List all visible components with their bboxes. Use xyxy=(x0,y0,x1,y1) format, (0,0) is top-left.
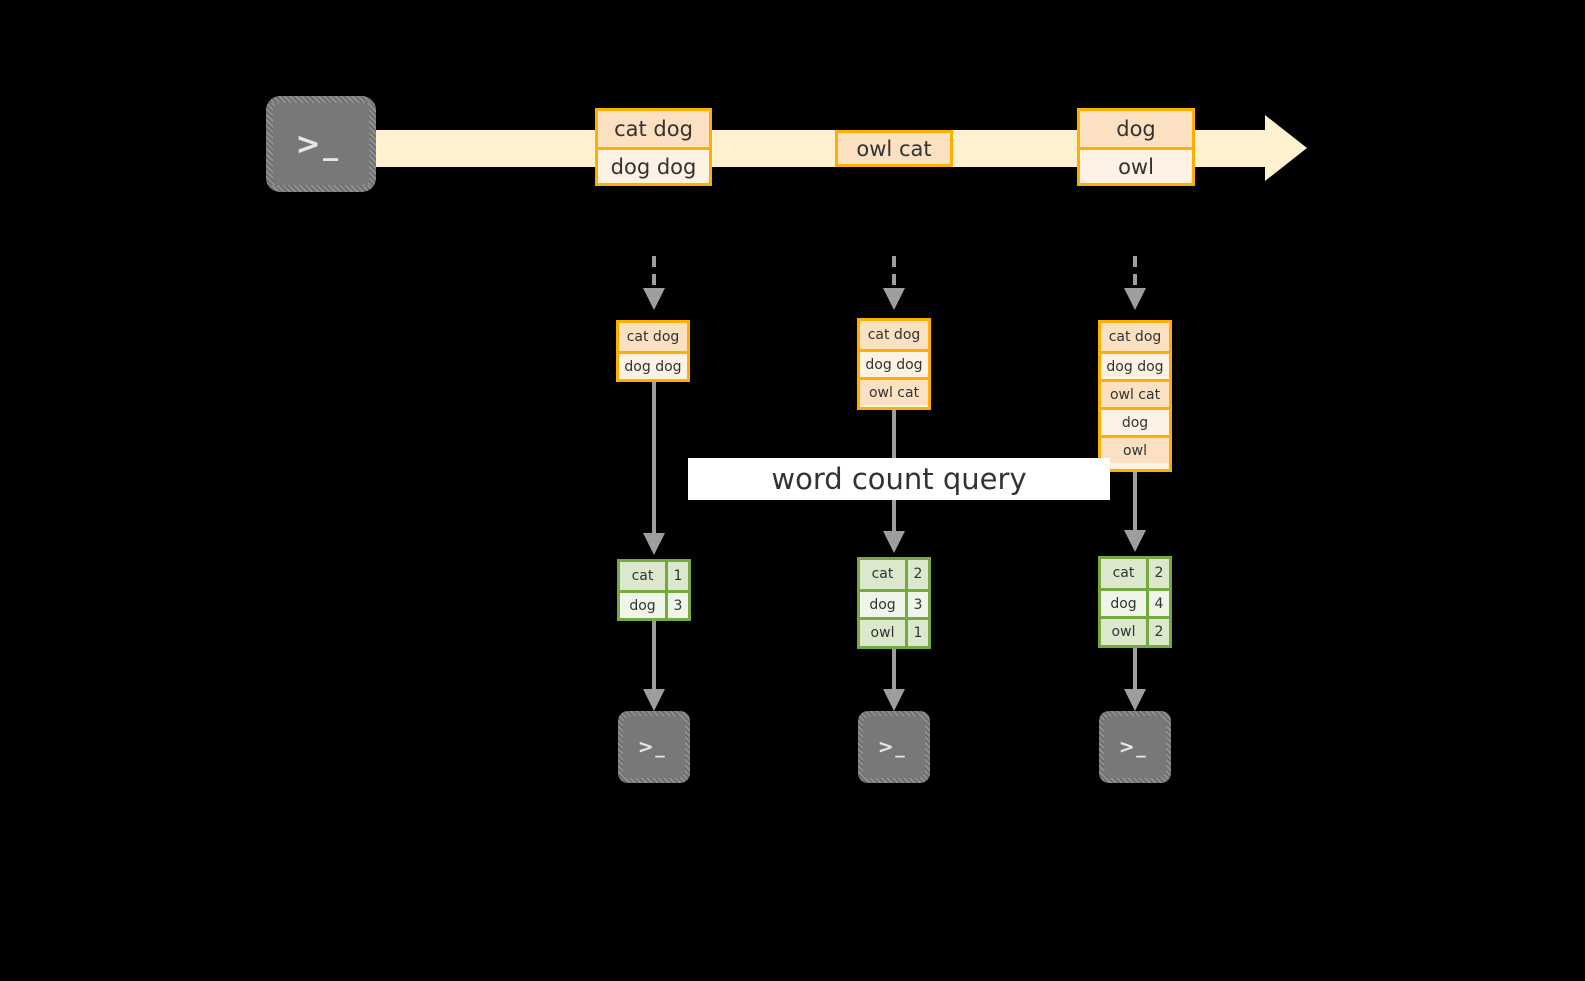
snapshot-2-output-arrowhead xyxy=(883,689,905,711)
snapshot-input-row: cat dog xyxy=(1101,323,1169,351)
snapshot-1-consumer-terminal-icon[interactable]: >_ xyxy=(618,711,690,783)
stream-to-snapshot-arrowhead xyxy=(1124,288,1146,310)
result-count-cell: 2 xyxy=(905,560,928,589)
table-row: owl 2 xyxy=(1101,616,1169,646)
snapshot-input-row: owl cat xyxy=(860,377,928,405)
snapshot-1-output-arrowhead xyxy=(643,689,665,711)
snapshot-3-output-arrowhead xyxy=(1124,689,1146,711)
snapshot-input-row: owl xyxy=(1101,435,1169,463)
consumer-terminal-prompt-icon: >_ xyxy=(1118,736,1148,758)
table-row: owl 1 xyxy=(860,617,928,647)
snapshot-3-query-arrowhead xyxy=(1124,530,1146,552)
snapshot-2-query-arrowhead xyxy=(883,531,905,553)
stream-to-snapshot-arrowhead xyxy=(883,288,905,310)
result-count-cell: 4 xyxy=(1146,590,1169,617)
snapshot-1-input-table[interactable]: cat dog dog dog xyxy=(616,320,690,382)
table-row: cat 1 xyxy=(620,562,688,590)
result-word-cell: owl xyxy=(1101,619,1146,646)
result-count-cell: 3 xyxy=(905,591,928,618)
stream-to-snapshot-connector xyxy=(892,256,896,290)
stream-message-3[interactable]: dog owl xyxy=(1077,108,1195,186)
producer-terminal-icon[interactable]: >_ xyxy=(266,96,376,192)
table-row: cat 2 xyxy=(1101,559,1169,588)
snapshot-3-output-connector xyxy=(1133,648,1137,693)
snapshot-3-consumer-terminal-icon[interactable]: >_ xyxy=(1099,711,1171,783)
table-row: cat 2 xyxy=(860,560,928,589)
snapshot-input-row: dog dog xyxy=(860,349,928,377)
snapshot-input-row: dog xyxy=(1101,407,1169,435)
consumer-terminal-prompt-icon: >_ xyxy=(877,736,907,758)
snapshot-2-input-table[interactable]: cat dog dog dog owl cat xyxy=(857,318,931,410)
consumer-terminal-screen xyxy=(863,716,925,778)
consumer-terminal-screen xyxy=(1104,716,1166,778)
stream-message-cell: cat dog xyxy=(598,111,709,147)
stream-message-2[interactable]: owl cat xyxy=(835,130,953,167)
snapshot-input-row: dog dog xyxy=(619,351,687,379)
snapshot-1-query-connector xyxy=(652,382,656,537)
result-count-cell: 1 xyxy=(905,620,928,647)
snapshot-1-query-arrowhead xyxy=(643,533,665,555)
stream-band-arrowhead xyxy=(1265,115,1307,181)
stream-message-1[interactable]: cat dog dog dog xyxy=(595,108,712,186)
result-count-cell: 1 xyxy=(665,562,688,590)
snapshot-2-output-connector xyxy=(892,649,896,693)
stream-to-snapshot-arrowhead xyxy=(643,288,665,310)
consumer-terminal-screen xyxy=(623,716,685,778)
producer-terminal-prompt-icon: >_ xyxy=(295,126,341,162)
query-label: word count query xyxy=(688,458,1110,500)
snapshot-3-query-connector xyxy=(1133,472,1137,534)
consumer-terminal-prompt-icon: >_ xyxy=(637,736,667,758)
snapshot-input-row: owl cat xyxy=(1101,379,1169,407)
snapshot-1-output-connector xyxy=(652,621,656,693)
result-word-cell: dog xyxy=(620,593,665,618)
stream-to-snapshot-connector xyxy=(652,256,656,290)
snapshot-input-row: dog dog xyxy=(1101,351,1169,379)
stream-message-cell: owl xyxy=(1080,147,1192,183)
result-count-cell: 2 xyxy=(1146,559,1169,588)
result-word-cell: cat xyxy=(1101,559,1146,588)
result-word-cell: owl xyxy=(860,620,905,647)
producer-terminal-screen xyxy=(273,103,369,185)
result-count-cell: 3 xyxy=(665,593,688,618)
table-row: dog 4 xyxy=(1101,587,1169,617)
stream-message-cell: dog dog xyxy=(598,147,709,183)
snapshot-3-result-table[interactable]: cat 2 dog 4 owl 2 xyxy=(1098,556,1172,648)
snapshot-2-result-table[interactable]: cat 2 dog 3 owl 1 xyxy=(857,557,931,649)
stream-message-cell: owl cat xyxy=(838,133,950,164)
stream-to-snapshot-connector xyxy=(1133,256,1137,290)
result-word-cell: cat xyxy=(860,560,905,589)
table-row: dog 3 xyxy=(620,590,688,618)
result-word-cell: cat xyxy=(620,562,665,590)
snapshot-input-row: cat dog xyxy=(619,323,687,351)
snapshot-1-result-table[interactable]: cat 1 dog 3 xyxy=(617,559,691,621)
snapshot-3-input-table[interactable]: cat dog dog dog owl cat dog owl xyxy=(1098,320,1172,472)
snapshot-2-consumer-terminal-icon[interactable]: >_ xyxy=(858,711,930,783)
table-row: dog 3 xyxy=(860,588,928,618)
snapshot-input-row: cat dog xyxy=(860,321,928,349)
result-count-cell: 2 xyxy=(1146,619,1169,646)
result-word-cell: dog xyxy=(860,591,905,618)
result-word-cell: dog xyxy=(1101,590,1146,617)
stream-message-cell: dog xyxy=(1080,111,1192,147)
